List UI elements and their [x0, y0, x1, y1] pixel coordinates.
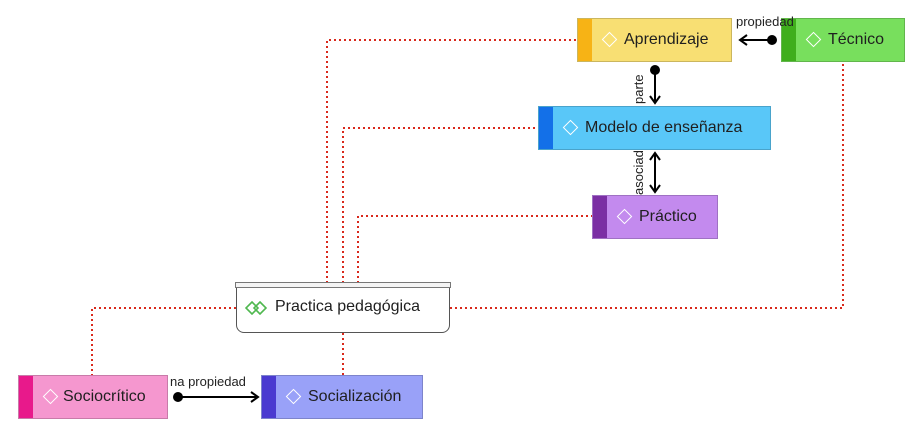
node-accent [593, 196, 607, 238]
node-header-bar [235, 282, 451, 288]
node-label: Practica pedagógica [275, 298, 420, 315]
node-label: Práctico [639, 208, 697, 225]
diamond-icon [805, 31, 822, 48]
diamond-icon [562, 119, 579, 136]
link-main-aprendizaje [326, 39, 577, 283]
node-accent [578, 19, 592, 61]
arrow-dot-tecnico [767, 35, 777, 45]
diamond-icon [42, 388, 59, 405]
edge-label-modelo-practico: asociad [631, 150, 646, 195]
arrowhead-practico-down [649, 184, 661, 194]
arrowhead-modelo-up [649, 151, 661, 161]
node-label: Sociocrítico [63, 388, 146, 405]
diamond-icon [285, 388, 302, 405]
link-main-tecnico [450, 62, 844, 309]
double-diamond-icon [245, 301, 267, 315]
node-practico[interactable]: Práctico [592, 195, 718, 239]
diamond-icon [601, 31, 618, 48]
node-sociocritico[interactable]: Sociocrítico [18, 375, 168, 419]
node-practica-pedagogica[interactable]: Practica pedagógica [235, 282, 451, 333]
link-main-modelo [342, 127, 538, 283]
node-label: Técnico [828, 31, 885, 48]
node-accent [539, 107, 553, 149]
node-label: Modelo de enseñanza [585, 119, 743, 136]
node-accent [782, 19, 796, 61]
node-socializacion[interactable]: Socialización [261, 375, 423, 419]
node-accent [262, 376, 276, 418]
arrow-dot-aprendizaje [650, 65, 660, 75]
diamond-icon [616, 208, 633, 225]
arrowhead-aprendizaje [738, 34, 748, 46]
edge-label-sociocritico-socializacion: na propiedad [170, 374, 246, 389]
edge-label-tecnico-aprendizaje: propiedad [736, 14, 794, 29]
node-accent [19, 376, 33, 418]
link-main-sociocritico [91, 307, 236, 375]
link-main-practico [357, 215, 592, 283]
node-aprendizaje[interactable]: Aprendizaje [577, 18, 732, 62]
node-tecnico[interactable]: Técnico [781, 18, 905, 62]
node-modelo-de-ensenanza[interactable]: Modelo de enseñanza [538, 106, 771, 150]
edge-label-aprendizaje-modelo: parte [631, 74, 646, 104]
arrow-dot-sociocritico [173, 392, 183, 402]
node-label: Socialización [308, 388, 402, 405]
arrowhead-socializacion [250, 391, 260, 403]
arrowhead-modelo [649, 95, 661, 105]
node-label: Aprendizaje [624, 31, 709, 48]
